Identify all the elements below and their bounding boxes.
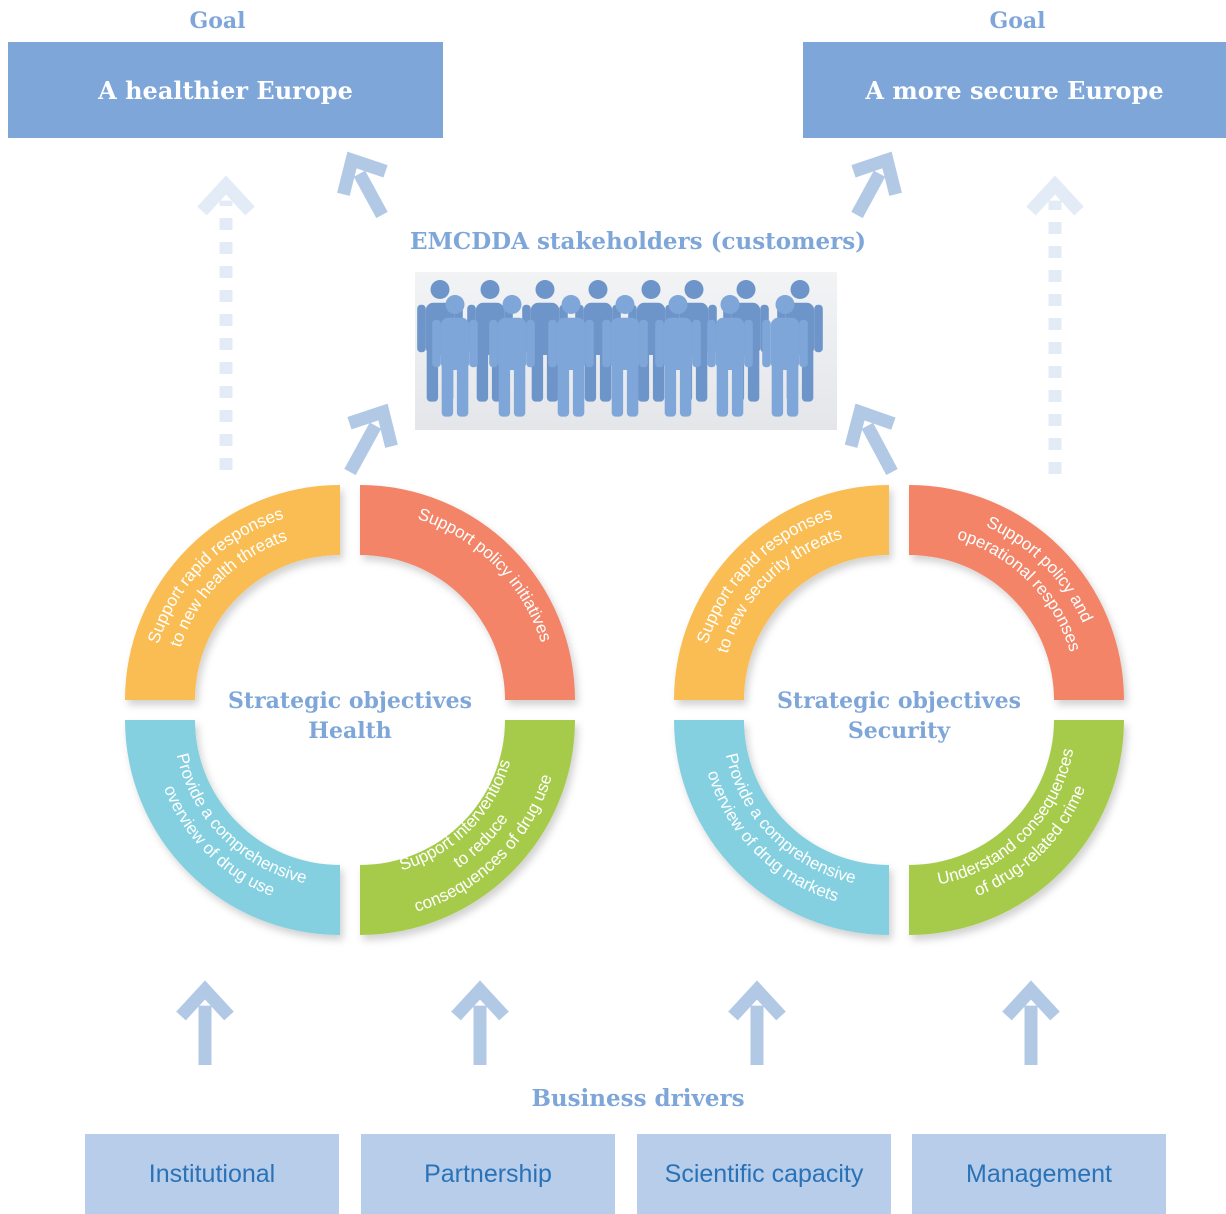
segment-bottom-right xyxy=(360,720,575,935)
person-icon xyxy=(489,295,535,417)
dashed-arrow-security xyxy=(1026,175,1084,474)
goal-box-health: A healthier Europe xyxy=(8,42,443,138)
person-icon xyxy=(762,295,808,417)
segment-bottom-right xyxy=(909,720,1124,935)
goal-box-security: A more secure Europe xyxy=(803,42,1226,138)
business-drivers-label: Business drivers xyxy=(531,1085,745,1112)
arrow-security-to-stakeholders xyxy=(844,403,898,476)
goal-title-health: A healthier Europe xyxy=(98,75,353,105)
segment-top-right xyxy=(909,485,1124,700)
arrow-health-to-stakeholders xyxy=(344,403,398,476)
driver-label-institutional: Institutional xyxy=(148,1159,276,1188)
stakeholders-label: EMCDDA stakeholders (customers) xyxy=(409,228,867,255)
goal-label-health: Goal xyxy=(189,8,246,34)
driver-box-scientific-capacity: Scientific capacity xyxy=(637,1134,891,1214)
arrows-layer xyxy=(176,151,1084,1065)
segment-bottom-left xyxy=(125,720,340,935)
person-icon xyxy=(602,295,648,417)
people-layer xyxy=(417,280,823,417)
driver-label-management: Management xyxy=(966,1159,1112,1188)
ring-center-title: Strategic objectives xyxy=(228,688,472,714)
arrow-driver-2 xyxy=(728,980,786,1065)
ring-center-subtitle: Security xyxy=(848,718,951,744)
person-icon xyxy=(655,295,701,417)
ring-center-title: Strategic objectives xyxy=(777,688,1021,714)
arrow-driver-3 xyxy=(1002,980,1060,1065)
arrow-up-to-health-goal xyxy=(337,151,388,219)
driver-label-partnership: Partnership xyxy=(424,1159,552,1188)
driver-box-institutional: Institutional xyxy=(85,1134,339,1214)
arrow-driver-1 xyxy=(451,980,509,1065)
driver-box-partnership: Partnership xyxy=(361,1134,615,1214)
arrow-driver-0 xyxy=(176,980,234,1065)
goal-label-security: Goal xyxy=(989,8,1046,34)
ring-center-subtitle: Health xyxy=(308,718,392,744)
segment-top-right xyxy=(360,485,575,700)
person-icon xyxy=(432,295,478,417)
segment-bottom-left xyxy=(674,720,889,935)
driver-label-scientific-capacity: Scientific capacity xyxy=(664,1159,864,1188)
dashed-arrow-health xyxy=(197,175,255,470)
person-icon xyxy=(707,295,753,417)
arrow-up-to-security-goal xyxy=(851,151,902,219)
driver-box-management: Management xyxy=(912,1134,1166,1214)
goal-title-security: A more secure Europe xyxy=(865,75,1164,105)
segment-top-left xyxy=(674,485,889,700)
person-icon xyxy=(548,295,594,417)
segment-top-left xyxy=(125,485,340,700)
